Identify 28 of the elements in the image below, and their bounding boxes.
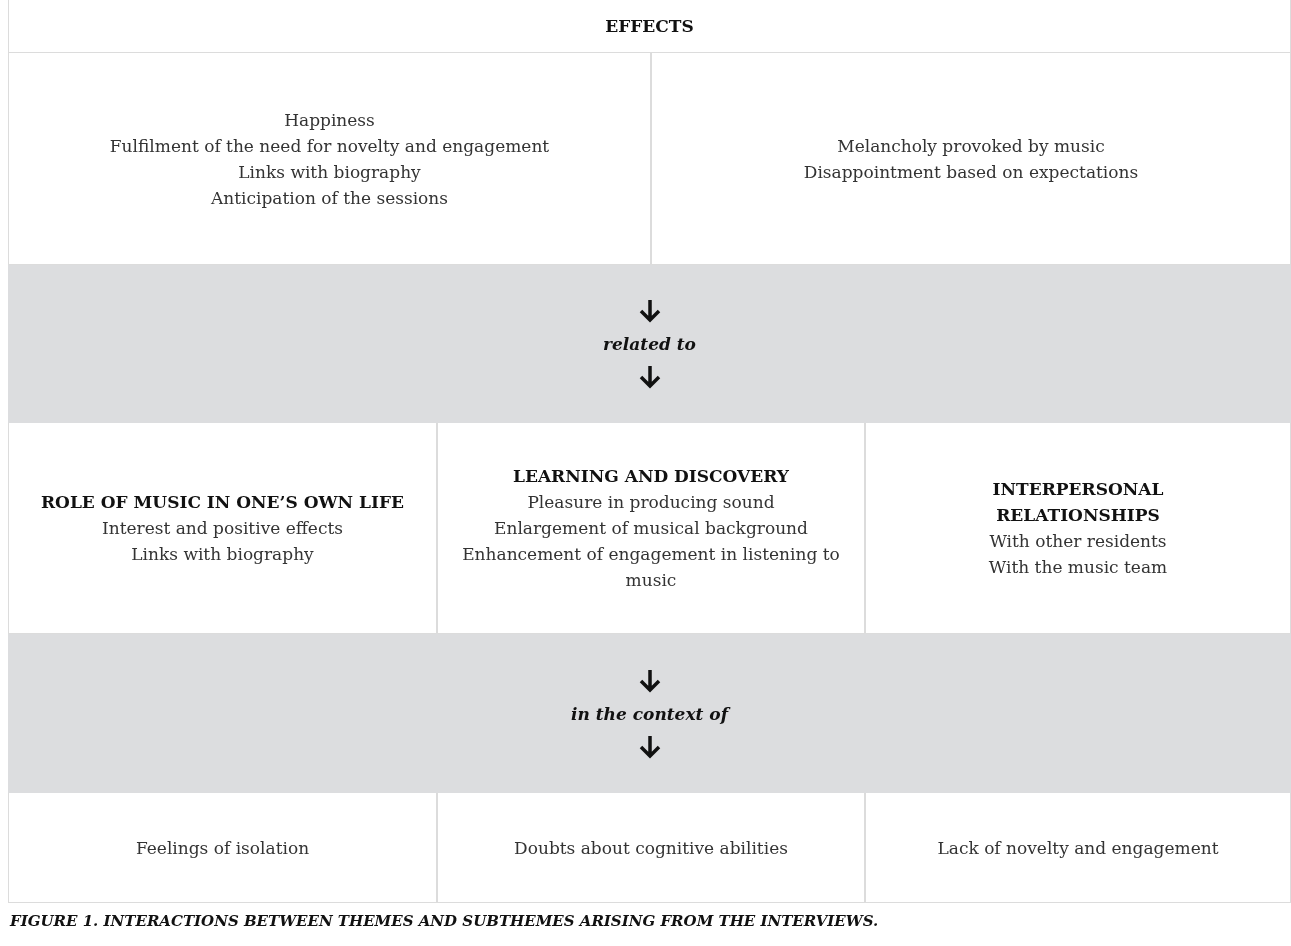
- heading-text: EFFECTS: [605, 15, 694, 38]
- heading-text: INTERPERSONAL RELATIONSHIPS: [991, 478, 1165, 527]
- connector-label: related to: [603, 334, 696, 354]
- item-text: Enhancement of engagement in listening to music: [461, 543, 841, 592]
- item-text: Happiness: [284, 108, 375, 132]
- item-text: Anticipation of the sessions: [210, 186, 449, 210]
- table-cell: [865, 793, 1291, 903]
- item-text: Interest and positive effects: [102, 517, 343, 540]
- table-cell: [8, 793, 437, 903]
- item-text: With other residents: [989, 530, 1167, 553]
- item-text: Doubts about cognitive abilities: [514, 836, 788, 860]
- item-text: Melancholy provoked by music: [837, 134, 1105, 158]
- item-text: Feelings of isolation: [135, 836, 310, 860]
- figure-caption: FIGURE 1. INTERACTIONS BETWEEN THEMES AND SUBTHEMES ARISING FROM THE INTERVIEWS.: [10, 912, 879, 930]
- item-text: Fulfilment of the need for novelty and engagement: [109, 134, 550, 158]
- item-text: Links with biography: [131, 543, 314, 566]
- header-cell: [8, 0, 1291, 53]
- item-text: Links with biography: [238, 160, 421, 184]
- connector-band: [8, 265, 1291, 423]
- heading-text: LEARNING AND DISCOVERY: [513, 465, 789, 488]
- item-text: Enlargement of musical background: [494, 517, 808, 540]
- table-cell: [437, 793, 865, 903]
- item-text: Lack of novelty and engagement: [937, 836, 1219, 860]
- connector-band: [8, 634, 1291, 793]
- item-text: With the music team: [988, 556, 1168, 579]
- item-text: Disappointment based on expectations: [803, 160, 1139, 184]
- item-text: Pleasure in producing sound: [527, 491, 775, 514]
- heading-text: ROLE OF MUSIC IN ONE’S OWN LIFE: [41, 491, 404, 514]
